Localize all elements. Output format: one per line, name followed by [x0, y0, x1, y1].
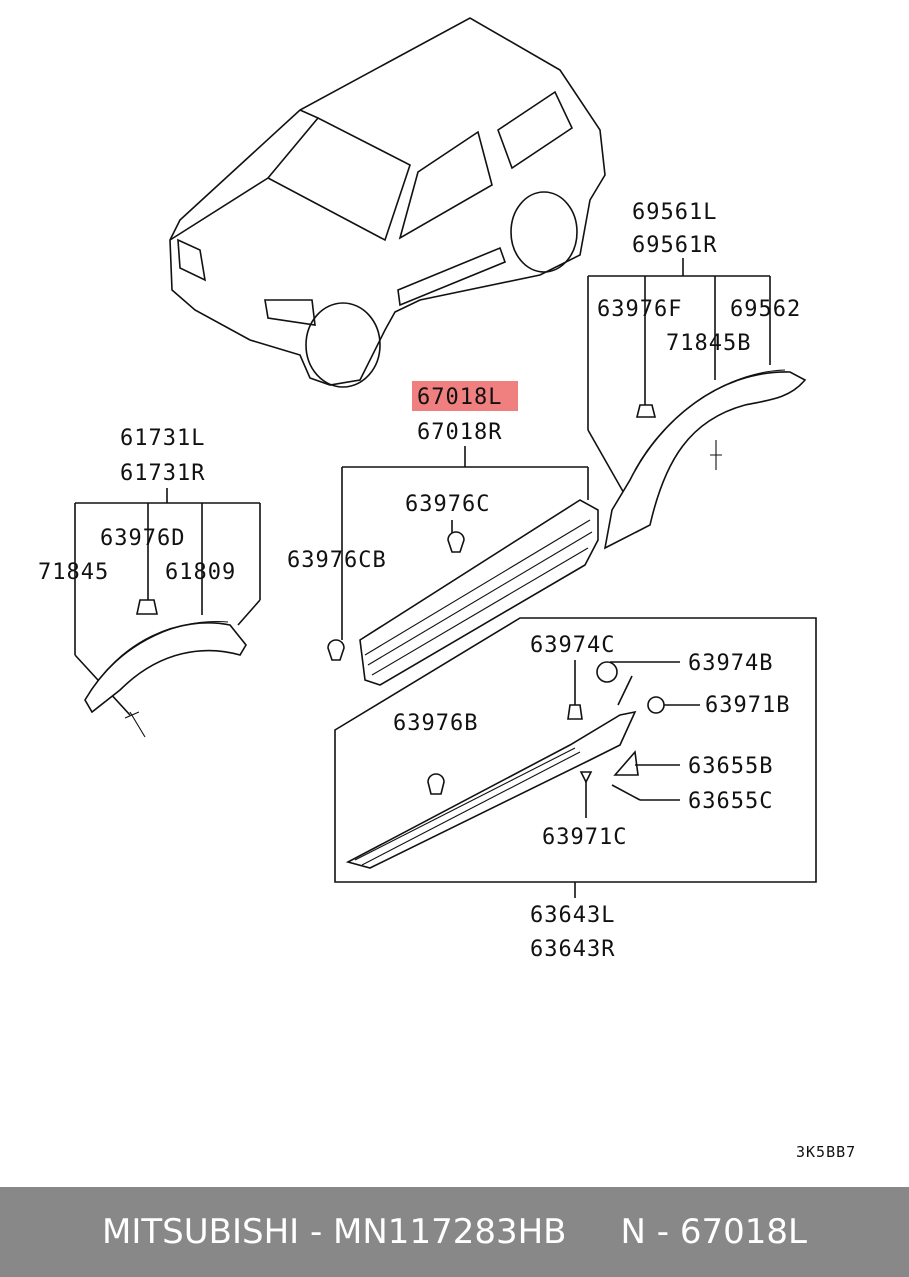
label-63976F: 63976F — [597, 297, 682, 322]
label-63655B: 63655B — [688, 754, 773, 779]
label-63976CB: 63976CB — [287, 548, 387, 573]
label-63971C: 63971C — [542, 825, 627, 850]
highlight-box — [412, 381, 518, 411]
front-fender-flare-group — [74, 488, 261, 738]
label-71845: 71845 — [38, 560, 109, 585]
label-61731R: 61731R — [120, 461, 205, 486]
label-63643L: 63643L — [530, 903, 615, 928]
side-sill-group — [334, 617, 817, 898]
diagram-code: 3K5BB7 — [796, 1143, 856, 1161]
door-moulding-group — [327, 381, 599, 686]
label-63655C: 63655C — [688, 789, 773, 814]
label-63974B: 63974B — [688, 651, 773, 676]
label-61731L: 61731L — [120, 426, 205, 451]
label-63643R: 63643R — [530, 937, 615, 962]
label-63974C: 63974C — [530, 633, 615, 658]
label-67018R: 67018R — [417, 420, 502, 445]
label-69562: 69562 — [730, 297, 801, 322]
label-63971B: 63971B — [705, 693, 790, 718]
label-63976B: 63976B — [393, 711, 478, 736]
label-61809: 61809 — [165, 560, 236, 585]
label-69561R: 69561R — [632, 233, 717, 258]
parts-diagram: 69561L 69561R 63976F 69562 71845B 67018L… — [38, 17, 856, 1161]
label-63976C: 63976C — [405, 492, 490, 517]
label-71845B: 71845B — [666, 331, 751, 356]
vehicle-illustration — [169, 17, 606, 388]
label-69561L: 69561L — [632, 200, 717, 225]
label-67018L: 67018L — [417, 385, 502, 410]
rear-fender-flare-group — [587, 258, 807, 550]
footer-part-reference: MITSUBISHI - MN117283HB N - 67018L — [102, 1212, 807, 1252]
footer-bar: MITSUBISHI - MN117283HB N - 67018L — [0, 1187, 909, 1277]
part-labels: 69561L 69561R 63976F 69562 71845B 67018L… — [38, 200, 856, 1161]
label-63976D: 63976D — [100, 526, 185, 551]
